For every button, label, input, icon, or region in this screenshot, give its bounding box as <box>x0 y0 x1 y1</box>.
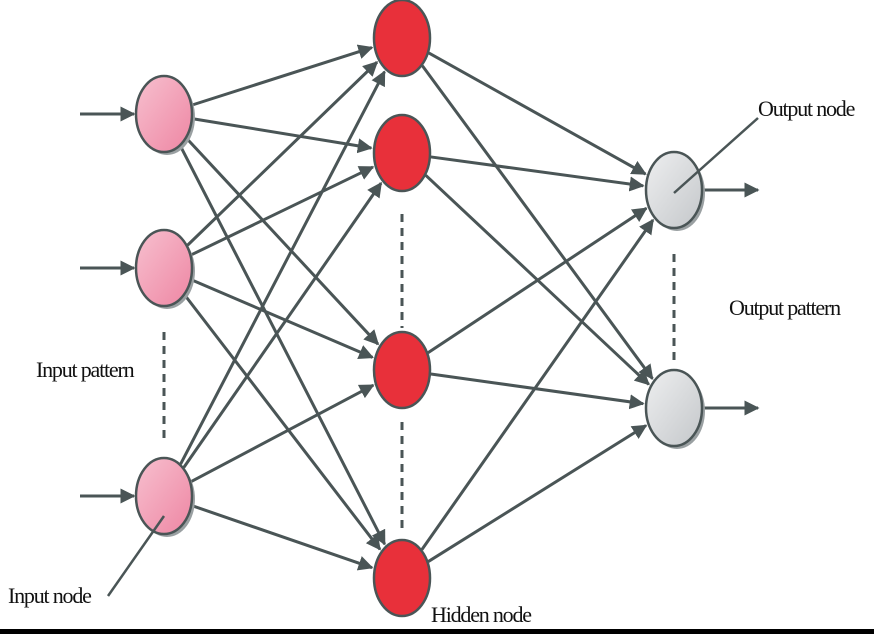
input-pattern-label: Input pattern <box>36 357 135 382</box>
label-pointers-layer <box>106 117 759 597</box>
edge-hidden3-output1 <box>427 207 648 355</box>
edge-input2-hidden4 <box>183 294 382 551</box>
edge-input1-hidden2 <box>192 117 373 154</box>
edge-input3-hidden3 <box>190 383 375 484</box>
ellipsis-layer <box>162 214 676 532</box>
nodes-layer <box>134 0 705 618</box>
edge-input2-hidden3 <box>191 278 374 359</box>
edge-hidden4-output2 <box>427 424 648 563</box>
edge-hidden4-output1 <box>420 218 655 551</box>
input-node-2 <box>134 228 194 308</box>
output-pattern-label: Output pattern <box>729 295 841 320</box>
edge-hidden2-output1 <box>430 155 645 192</box>
bottom-border <box>0 629 874 634</box>
edge-input1-hidden1 <box>191 44 374 107</box>
edge-input1-hidden4 <box>179 145 386 546</box>
output-node-pointer <box>673 117 759 194</box>
input-node-1 <box>134 74 194 154</box>
edge-input3-hidden1 <box>179 70 386 465</box>
input-node-label: Input node <box>8 583 91 608</box>
hidden-node-label: Hidden node <box>431 602 531 627</box>
input-node-pointer <box>106 515 166 597</box>
hidden-node-1 <box>372 0 432 78</box>
edge-input2-hidden2 <box>190 165 375 257</box>
hidden-node-4 <box>372 538 432 618</box>
edge-hidden1-output1 <box>428 51 647 176</box>
edge-hidden3-output2 <box>430 372 645 410</box>
edge-input3-hidden2 <box>182 181 383 469</box>
edge-hidden1-output2 <box>421 64 654 380</box>
hidden-node-2 <box>372 113 432 193</box>
edge-input3-hidden4 <box>191 504 374 571</box>
connections-layer <box>80 44 760 571</box>
output-node-1 <box>644 150 704 230</box>
output-node-label: Output node <box>758 96 855 121</box>
hidden-node-3 <box>372 330 432 410</box>
edge-input2-hidden1 <box>186 61 379 247</box>
output-node-2 <box>644 368 704 448</box>
edge-input1-hidden3 <box>185 137 380 346</box>
input-node-3 <box>134 456 194 536</box>
